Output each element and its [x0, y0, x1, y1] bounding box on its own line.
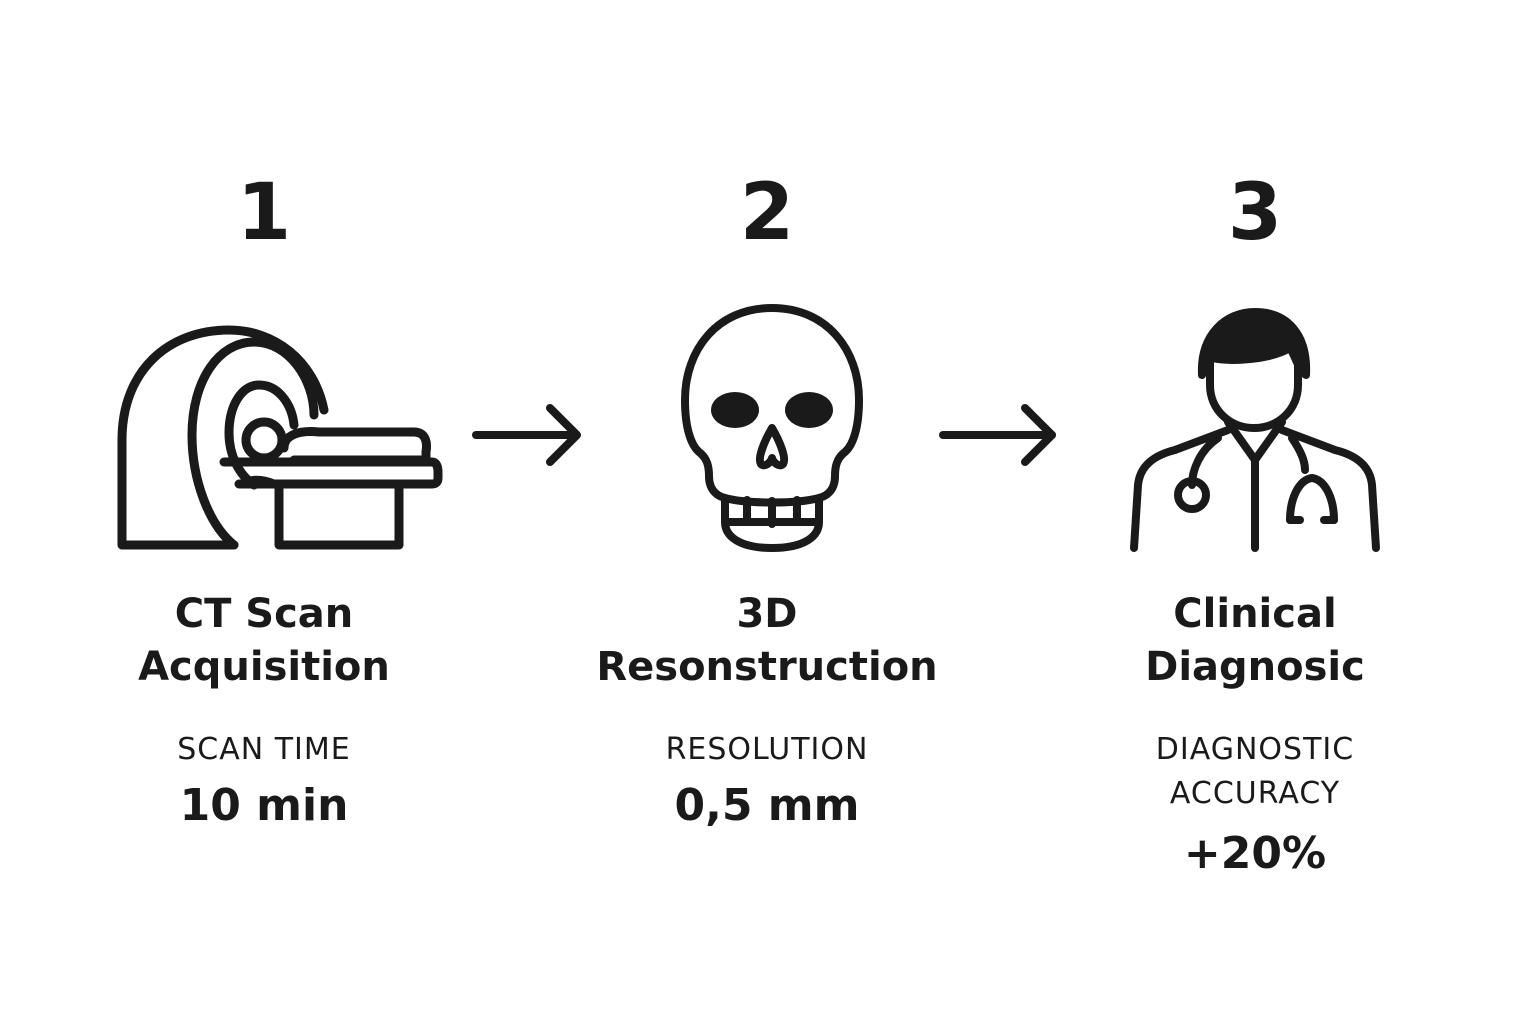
arrow-right-icon	[470, 400, 585, 470]
metric-label: DIAGNOSTIC ACCURACY	[1045, 728, 1465, 816]
step-title-line-2: Resonstruction	[596, 644, 938, 690]
step-number: 2	[739, 168, 795, 258]
metric-label: RESOLUTION	[665, 732, 869, 767]
step-title-line-2: Acquisition	[138, 644, 390, 690]
doctor-icon	[1130, 300, 1380, 560]
step-title-line-1: CT Scan	[174, 591, 354, 637]
metric-value: 0,5 mm	[674, 780, 860, 831]
step-title-line-2: Diagnosic	[1145, 644, 1365, 690]
step-title-line-1: 3D	[736, 591, 798, 637]
metric-label: SCAN TIME	[177, 732, 351, 767]
step-title-line-1: Clinical	[1173, 591, 1337, 637]
metric-label-line-1: DIAGNOSTIC	[1155, 732, 1355, 767]
step-title: Clinical Diagnosic	[1045, 588, 1465, 694]
metric-value: +20%	[1183, 828, 1327, 879]
step-number: 1	[236, 168, 292, 258]
ct-scanner-icon	[114, 300, 444, 560]
skull-icon	[677, 300, 867, 560]
step-title: 3D Resonstruction	[557, 588, 977, 694]
step-title: CT Scan Acquisition	[54, 588, 474, 694]
arrow-right-icon	[937, 400, 1062, 470]
metric-value: 10 min	[179, 780, 349, 831]
step-number: 3	[1227, 168, 1283, 258]
metric-label-line-2: ACCURACY	[1169, 776, 1341, 811]
